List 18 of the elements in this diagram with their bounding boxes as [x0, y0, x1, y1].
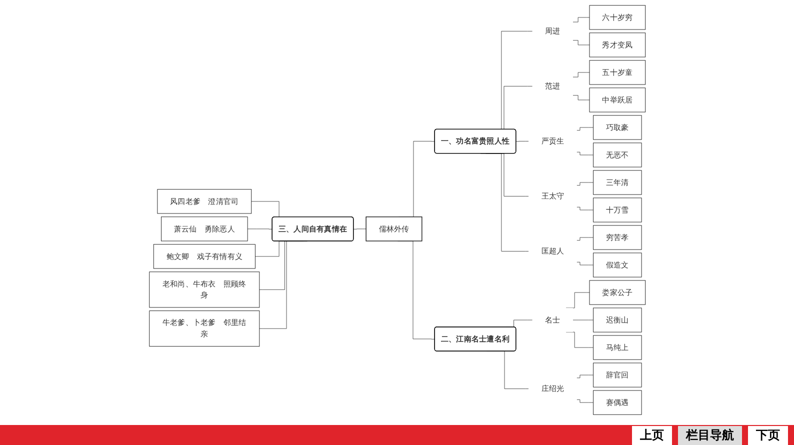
connector: [576, 374, 594, 378]
connector: [576, 399, 594, 403]
connector: [572, 40, 590, 46]
connector: [352, 228, 366, 230]
connector: [576, 262, 594, 266]
connector: [246, 228, 272, 230]
connector: [515, 141, 528, 142]
connector: [572, 95, 590, 100]
connector: [572, 17, 590, 22]
connector: [576, 206, 594, 210]
connector: [576, 152, 594, 156]
nav-button: 栏目导航: [678, 426, 742, 444]
connector: [572, 72, 590, 78]
nav-button: 下页: [748, 426, 788, 444]
connector: [576, 237, 594, 241]
connector: [576, 127, 594, 131]
nav-button: 上页: [632, 426, 672, 444]
connector: [576, 182, 594, 186]
